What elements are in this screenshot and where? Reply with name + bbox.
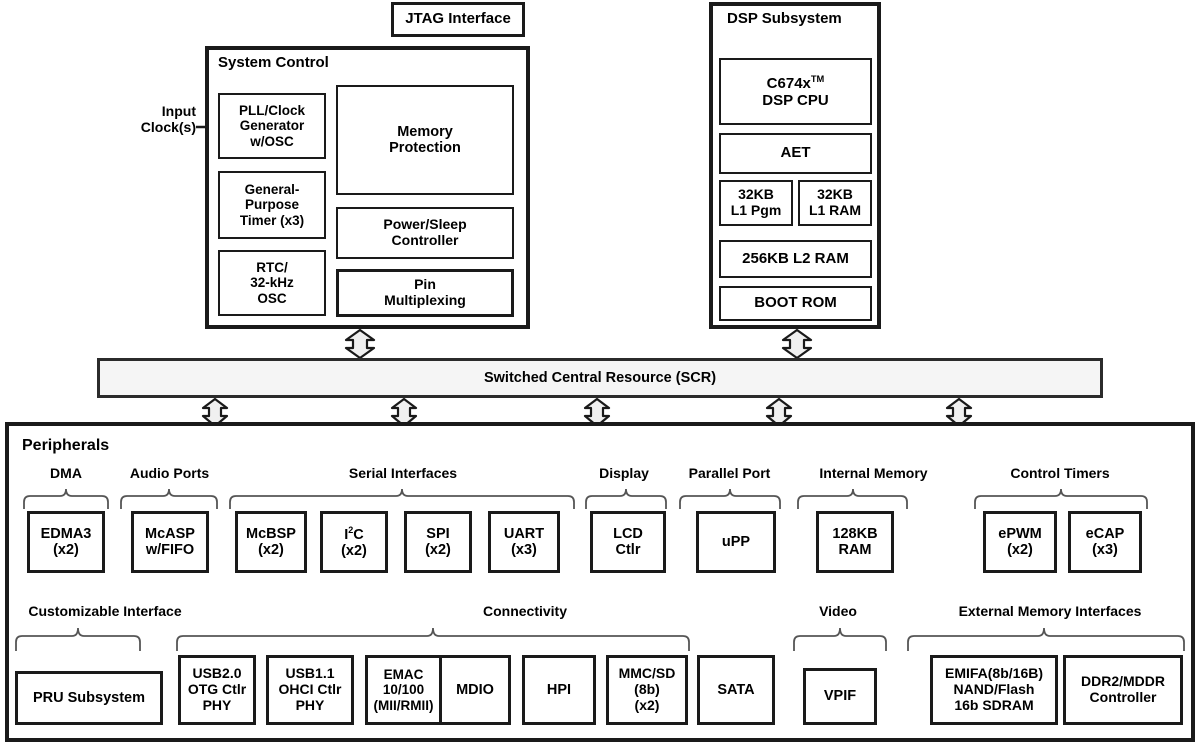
dsp-subsystem-scr-connector-arrow-icon xyxy=(781,329,813,359)
uart-block: UART (x3) xyxy=(488,511,560,573)
group-label-audio-ports: Audio Ports xyxy=(129,465,210,481)
system-control-scr-connector-arrow-icon xyxy=(344,329,376,359)
group-label-parallel-port: Parallel Port xyxy=(688,465,771,481)
l1-pgm-block: 32KB L1 Pgm xyxy=(719,180,793,226)
bracket-internal-memory xyxy=(797,488,908,509)
i2c-count-label: (x2) xyxy=(341,542,367,559)
spi-block: SPI (x2) xyxy=(404,511,472,573)
switched-central-resource-bar: Switched Central Resource (SCR) xyxy=(97,358,1103,398)
l1-ram-block: 32KB L1 RAM xyxy=(798,180,872,226)
scr-label: Switched Central Resource (SCR) xyxy=(483,370,717,386)
jtag-interface-block: JTAG Interface xyxy=(391,2,525,37)
epwm-block: ePWM (x2) xyxy=(983,511,1057,573)
system-control-title: System Control xyxy=(218,54,329,71)
group-label-dma: DMA xyxy=(50,465,82,481)
vpif-block: VPIF xyxy=(803,668,877,725)
bracket-dma xyxy=(23,488,109,509)
group-label-external-memory-interfaces: External Memory Interfaces xyxy=(958,603,1142,619)
edma3-block: EDMA3 (x2) xyxy=(27,511,105,573)
upp-block: uPP xyxy=(696,511,776,573)
bracket-display xyxy=(585,488,667,509)
jtag-interface-label: JTAG Interface xyxy=(405,10,511,28)
mmc-sd-block: MMC/SD (8b) (x2) xyxy=(606,655,688,725)
lcd-ctlr-block: LCD Ctlr xyxy=(590,511,666,573)
group-label-control-timers: Control Timers xyxy=(1010,465,1110,481)
bracket-video xyxy=(793,627,887,651)
i2c-label: I2C xyxy=(344,524,364,543)
pll-clock-generator-block: PLL/Clock Generator w/OSC xyxy=(218,93,326,159)
input-clock-label: Input Clock(s) xyxy=(140,103,196,136)
group-label-internal-memory: Internal Memory xyxy=(819,465,928,481)
c674x-dsp-cpu-block: C674xTM DSP CPU xyxy=(719,58,872,125)
ecap-block: eCAP (x3) xyxy=(1068,511,1142,573)
bracket-control-timers xyxy=(974,488,1148,509)
bracket-audio-ports xyxy=(120,488,218,509)
pru-subsystem-block: PRU Subsystem xyxy=(15,671,163,725)
mdio-block: MDIO xyxy=(456,681,494,698)
usb20-otg-block: USB2.0 OTG Ctlr PHY xyxy=(178,655,256,725)
emifa-block: EMIFA(8b/16B) NAND/Flash 16b SDRAM xyxy=(930,655,1058,725)
memory-protection-block: Memory Protection xyxy=(336,85,514,195)
rtc-32khz-osc-block: RTC/ 32-kHz OSC xyxy=(218,250,326,316)
i2c-block: I2C (x2) xyxy=(320,511,388,573)
mcbsp-block: McBSP (x2) xyxy=(235,511,307,573)
boot-rom-block: BOOT ROM xyxy=(719,286,872,321)
usb11-ohci-block: USB1.1 OHCI Ctlr PHY xyxy=(266,655,354,725)
bracket-external-memory-interfaces xyxy=(907,627,1185,651)
mcasp-block: McASP w/FIFO xyxy=(131,511,209,573)
group-label-connectivity: Connectivity xyxy=(482,603,567,619)
group-label-customizable-interface: Customizable Interface xyxy=(28,603,182,619)
internal-ram-block: 128KB RAM xyxy=(816,511,894,573)
group-label-video: Video xyxy=(819,603,857,619)
bracket-parallel-port xyxy=(679,488,781,509)
peripherals-title: Peripherals xyxy=(22,437,110,454)
c674x-dsp-cpu-label-2: DSP CPU xyxy=(762,91,829,109)
ddr2-mddr-controller-block: DDR2/MDDR Controller xyxy=(1063,655,1183,725)
dsp-subsystem-title: DSP Subsystem xyxy=(727,10,842,27)
group-label-display: Display xyxy=(599,465,649,481)
bracket-connectivity xyxy=(176,627,690,651)
emac-block: EMAC 10/100 (MII/RMII) xyxy=(368,658,442,722)
hpi-block: HPI xyxy=(522,655,596,725)
pin-multiplexing-block: Pin Multiplexing xyxy=(336,269,514,317)
bracket-customizable-interface xyxy=(15,627,141,651)
aet-block: AET xyxy=(719,133,872,174)
group-label-serial-interfaces: Serial Interfaces xyxy=(348,465,458,481)
general-purpose-timer-block: General- Purpose Timer (x3) xyxy=(218,171,326,239)
l2-ram-block: 256KB L2 RAM xyxy=(719,240,872,278)
emac-mdio-group-block: EMAC 10/100 (MII/RMII) MDIO xyxy=(365,655,511,725)
power-sleep-controller-block: Power/Sleep Controller xyxy=(336,207,514,259)
c674x-dsp-cpu-label: C674xTM xyxy=(766,73,825,92)
bracket-serial-interfaces xyxy=(229,488,575,509)
sata-block: SATA xyxy=(697,655,775,725)
